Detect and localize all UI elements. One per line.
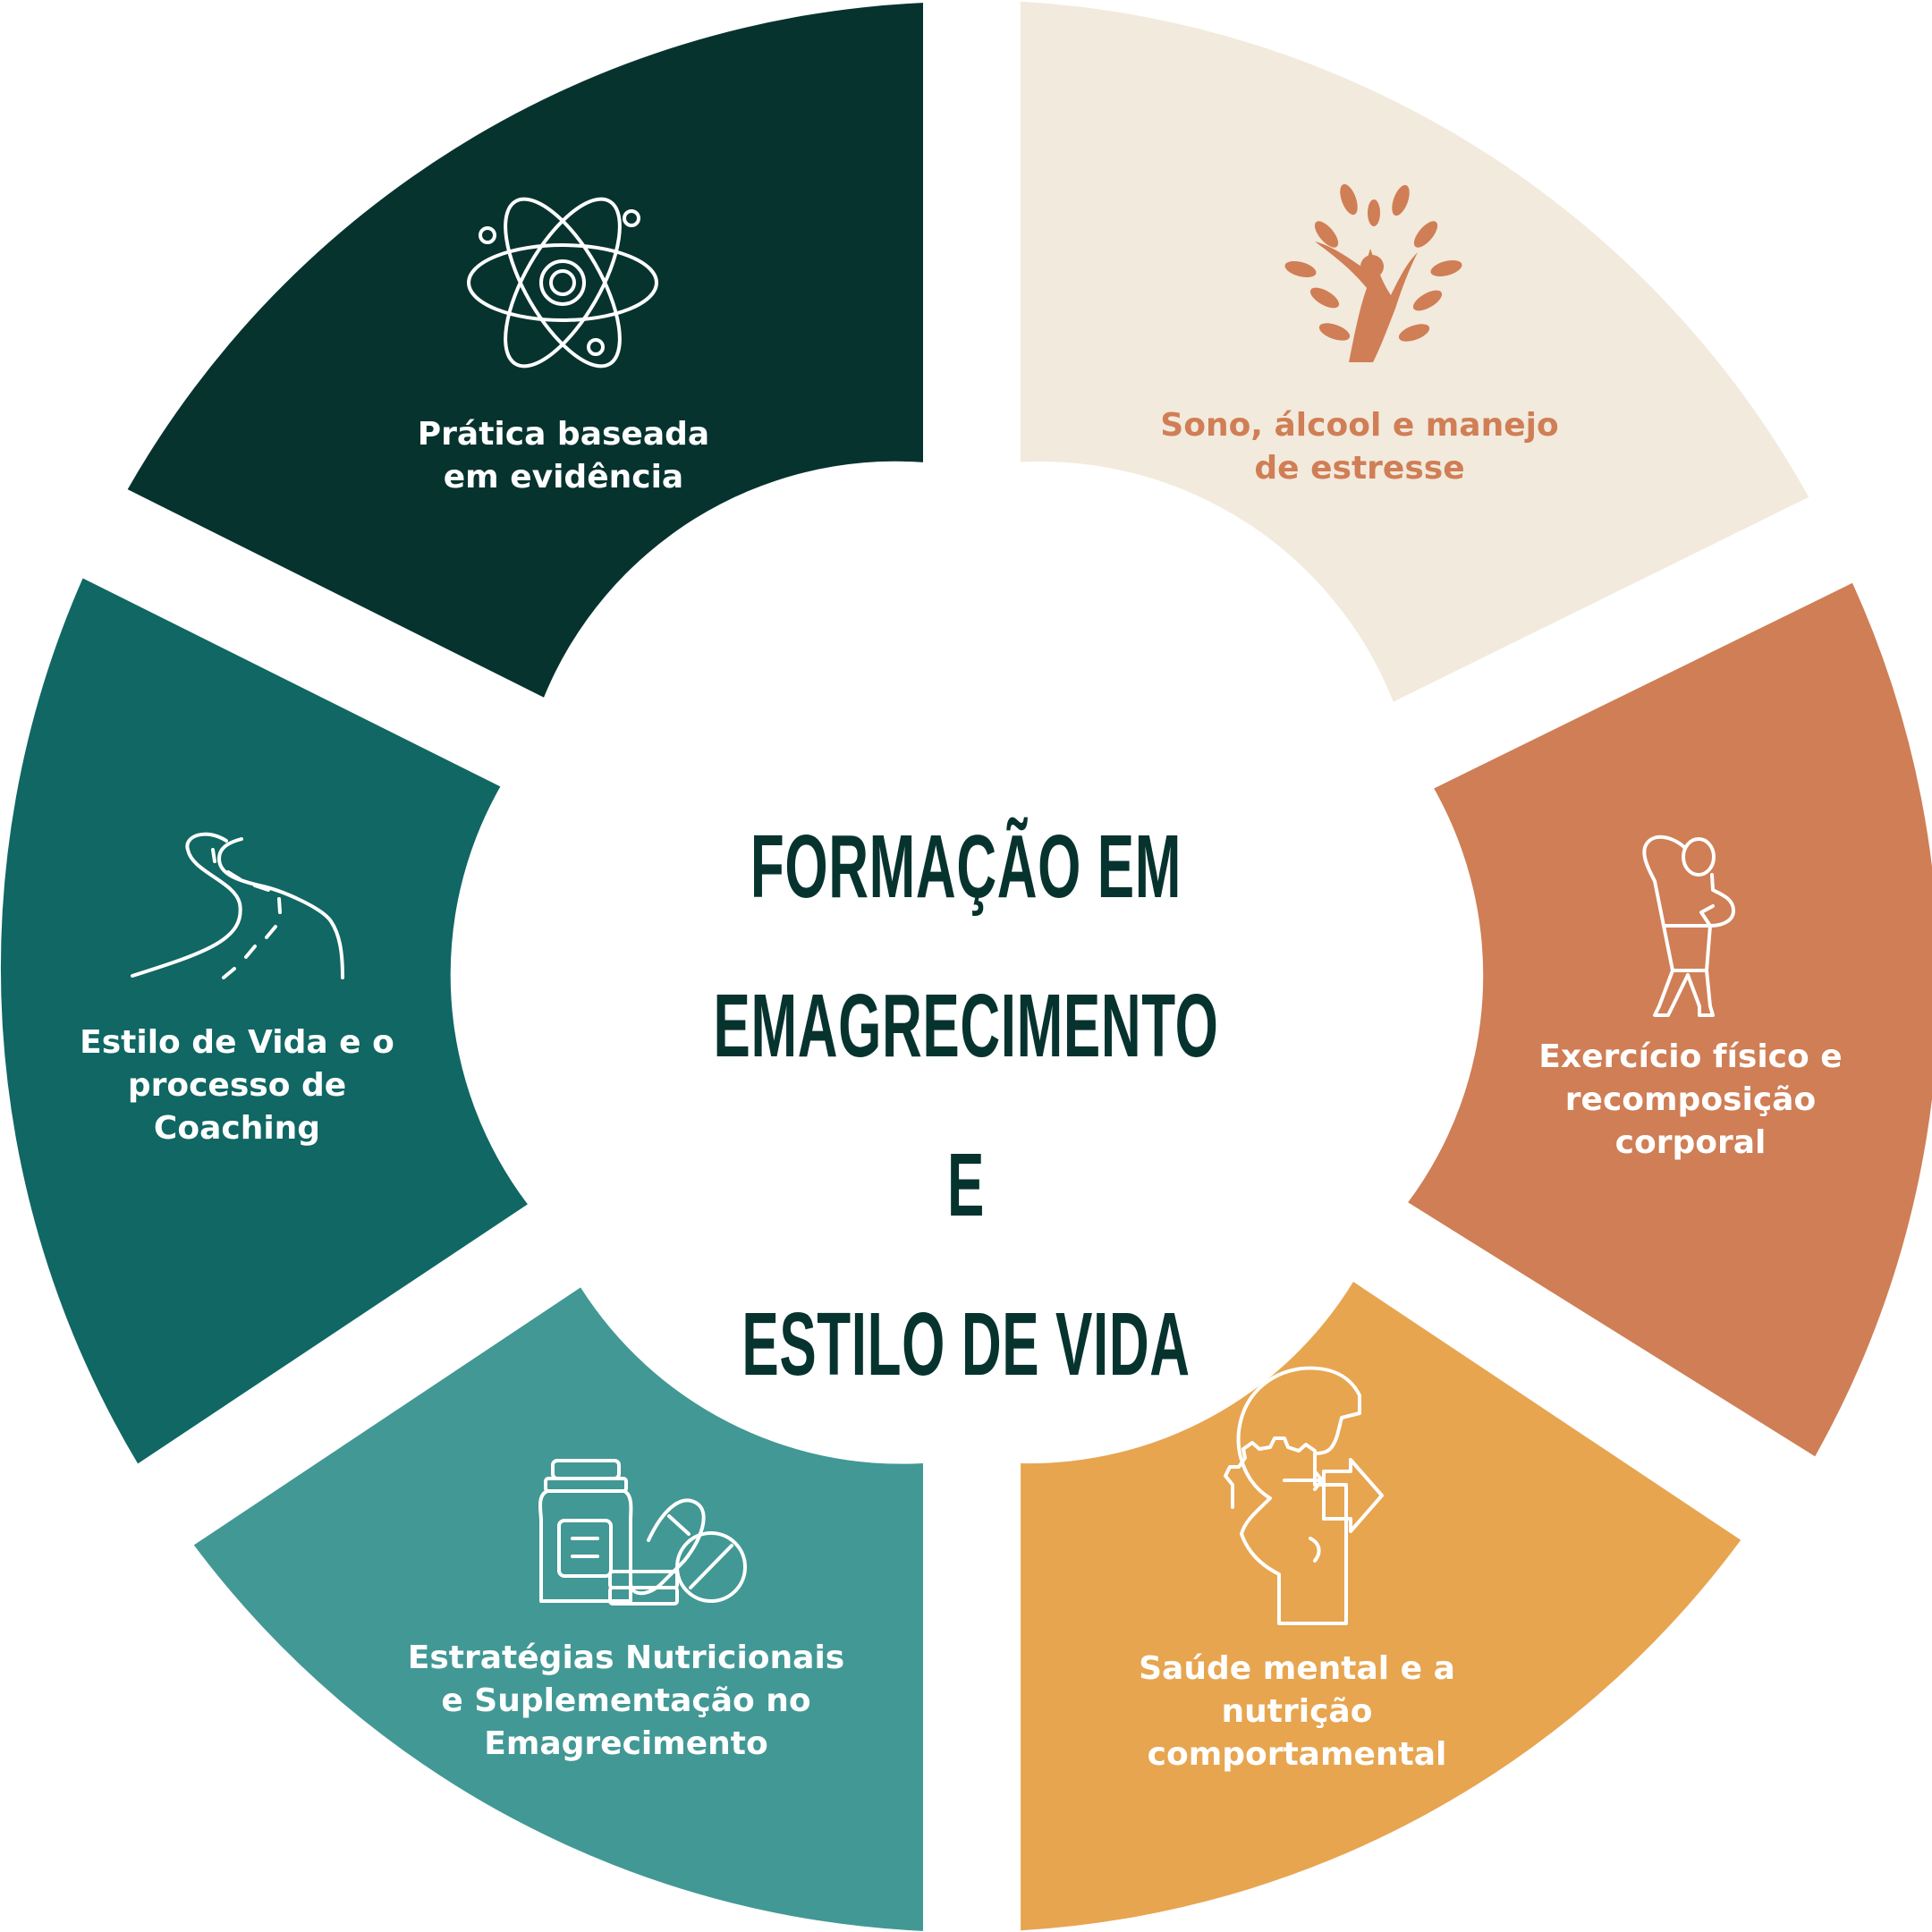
segment-sleep-alcohol-stress <box>1020 1 1809 702</box>
segment-label-exercise: Exercício físico e recomposição corporal <box>1538 1038 1843 1161</box>
atom-icon <box>467 197 658 369</box>
segment-label-lifestyle: Estilo de Vida e o processo de Coaching <box>80 1024 394 1147</box>
segment-label-evidence: Prática baseada em evidência <box>417 416 710 496</box>
segment-exercise-body-recomposition <box>1408 582 1932 1457</box>
supplements-pills-icon <box>538 1459 747 1606</box>
segment-mental-health-behavioral-nutrition <box>1021 1282 1741 1931</box>
stretching-person-icon <box>1642 835 1735 1017</box>
segment-nutritional-strategies-supplementation <box>193 1287 924 1931</box>
segment-label-mental-health: Saúde mental e a nutrição comportamental <box>1139 1650 1455 1773</box>
segment-label-sleep-stress: Sono, álcool e manejo de estresse <box>1160 407 1559 487</box>
head-gear-arrows-icon <box>1224 1366 1384 1625</box>
center-title: FORMAÇÃO EM EMAGRECIMENTO E ESTILO DE VI… <box>713 817 1219 1394</box>
segment-lifestyle-coaching <box>0 578 528 1464</box>
segment-evidence-based-practice <box>127 3 923 698</box>
road-icon <box>131 832 344 979</box>
tree-person-icon <box>1284 183 1462 362</box>
segment-label-nutrition: Estratégias Nutricionais e Suplementação… <box>407 1640 845 1762</box>
